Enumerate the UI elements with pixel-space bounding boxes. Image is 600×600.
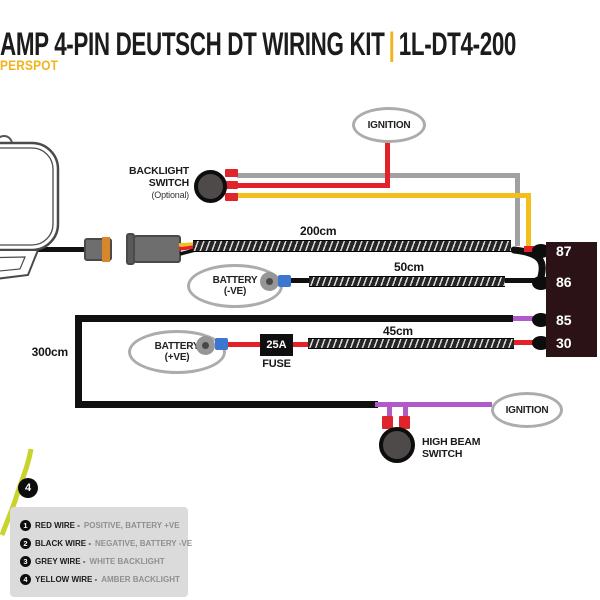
battery-neg-line2: (-VE): [223, 286, 247, 297]
legend-rest-4: AMBER BACKLIGHT: [101, 574, 180, 584]
backlight-switch: [194, 170, 227, 203]
ignition-red-wire-horizontal: [237, 183, 390, 188]
spade-terminal: [399, 416, 410, 429]
legend-rest-2: NEGATIVE, BATTERY -VE: [95, 538, 193, 548]
spade-terminal: [225, 193, 238, 201]
wire-300cm-top: [75, 315, 513, 322]
legend-bold-1: RED WIRE -: [35, 520, 80, 530]
relay-pin-86-label: 86: [556, 274, 572, 290]
spade-terminal: [225, 169, 238, 177]
ignition-terminal-bottom: IGNITION: [491, 392, 563, 428]
positive-wire-to-fuse: [228, 342, 262, 347]
spade-terminal: [225, 181, 238, 189]
length-50cm-label: 50cm: [394, 260, 424, 274]
legend-num-4: 4: [20, 573, 31, 585]
backlight-label-line2: SWITCH: [148, 177, 189, 189]
relay-pin-85-label: 85: [556, 312, 572, 328]
battery-pos-line1: BATTERY: [154, 341, 200, 352]
backlight-label-line3: (Optional): [151, 190, 189, 200]
dt-connector-orange-band: [102, 237, 110, 262]
legend-bold-3: GREY WIRE -: [35, 556, 86, 566]
red-wire-to-30: [514, 340, 538, 345]
wire-300cm-bottom: [75, 401, 378, 408]
relay-pin-85: [532, 313, 550, 327]
legend-item-red: 1 RED WIRE - POSITIVE, BATTERY +VE: [20, 519, 188, 531]
wire-300cm-left: [75, 315, 82, 408]
grey-wire-vertical: [515, 173, 520, 246]
lamp-lead-wire: [38, 247, 86, 252]
spade-terminal: [382, 416, 393, 429]
legend-num-3: 3: [20, 555, 31, 567]
ignition-bottom-label: IGNITION: [505, 404, 549, 416]
wire-legend: 1 RED WIRE - POSITIVE, BATTERY +VE 2 BLA…: [10, 507, 192, 597]
legend-bold-4: YELLOW WIRE -: [35, 574, 98, 584]
ignition-terminal-top: IGNITION: [352, 107, 426, 143]
purple-drop-1: [387, 405, 392, 418]
ring-terminal-negative: [260, 272, 279, 291]
battery-pos-line2: (+VE): [164, 352, 190, 363]
purple-wire-to-85: [513, 316, 537, 321]
harness-50cm: [309, 276, 505, 287]
page-title: AMP 4-PIN DEUTSCH DT WIRING KIT|1L-DT4-2…: [0, 26, 516, 63]
grey-wire-horizontal: [237, 173, 520, 178]
length-45cm-label: 45cm: [383, 324, 413, 338]
harness-200cm: [193, 240, 511, 252]
title-code: 1L-DT4-200: [398, 26, 517, 62]
ignition-red-wire-vertical: [385, 136, 390, 188]
fuse-25a: 25A: [260, 334, 293, 356]
legend-bold-2: BLACK WIRE -: [35, 538, 91, 548]
high-beam-switch: [379, 427, 415, 463]
legend-item-black: 2 BLACK WIRE - NEGATIVE, BATTERY -VE: [20, 537, 192, 549]
page-subtitle: PERSPOT: [0, 57, 59, 73]
legend-rest-3: WHITE BACKLIGHT: [89, 556, 165, 566]
legend-rest-1: POSITIVE, BATTERY +VE: [83, 520, 180, 530]
harness-45cm: [308, 338, 514, 349]
relay-pin-30-label: 30: [556, 335, 572, 351]
dt-connector-female: [133, 235, 181, 263]
legend-item-grey: 3 GREY WIRE - WHITE BACKLIGHT: [20, 555, 188, 567]
high-beam-label-line2: SWITCH: [422, 448, 463, 460]
yellow-wire-vertical: [526, 193, 531, 250]
purple-drop-2: [403, 405, 408, 418]
relay-body: [546, 242, 597, 357]
title-separator: |: [388, 26, 395, 62]
lamp-illustration: [0, 135, 60, 280]
length-300cm-label: 300cm: [31, 345, 69, 359]
yellow-wire-horizontal: [237, 193, 531, 198]
legend-item-yellow: 4 YELLOW WIRE - AMBER BACKLIGHT: [20, 573, 188, 585]
high-beam-label-line1: HIGH BEAM: [422, 436, 481, 448]
title-main: AMP 4-PIN DEUTSCH DT WIRING KIT: [0, 26, 385, 62]
backlight-label-line1: BACKLIGHT: [128, 165, 189, 177]
ring-terminal-positive: [196, 336, 215, 355]
legend-num-1: 1: [20, 519, 31, 531]
wire-4-badge: 4: [18, 478, 38, 498]
fuse-wire-right: [293, 342, 310, 347]
fuse-label: FUSE: [262, 358, 291, 370]
ignition-top-label: IGNITION: [367, 119, 411, 131]
crimp-connector-negative: [278, 275, 291, 287]
relay-pin-30: [532, 336, 550, 350]
legend-num-2: 2: [20, 537, 31, 549]
high-beam-switch-label: HIGH BEAM SWITCH: [422, 436, 480, 460]
length-200cm-label: 200cm: [300, 224, 337, 238]
negative-wire: [290, 278, 310, 283]
relay-pin-87-label: 87: [556, 243, 572, 259]
fuse-rating-label: 25A: [266, 339, 287, 351]
crimp-connector-positive: [215, 338, 228, 350]
purple-wire-bottom: [375, 402, 492, 407]
battery-neg-line1: BATTERY: [212, 275, 258, 286]
backlight-switch-label: BACKLIGHT SWITCH (Optional): [100, 165, 189, 201]
